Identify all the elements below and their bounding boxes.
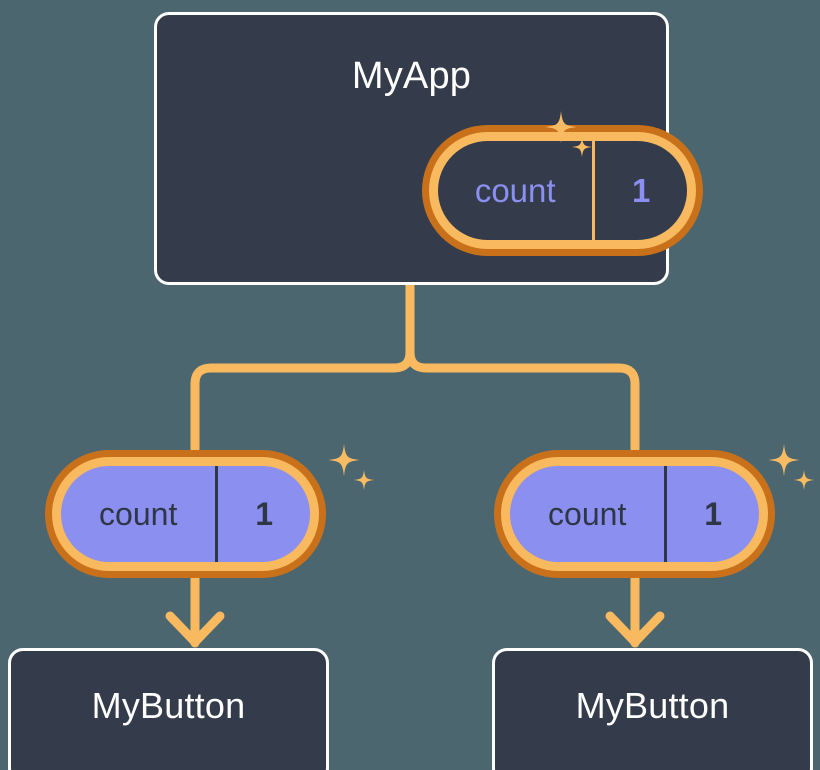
sparkle-icon: [328, 444, 360, 476]
state-pill-myapp[interactable]: count 1: [422, 125, 703, 256]
mybutton-title: MyButton: [91, 685, 246, 726]
arrow-down-icon-right: [605, 611, 665, 647]
sparkle-small-icon: [794, 470, 814, 490]
sparkle-small-icon: [354, 470, 374, 490]
state-pill-ring: count 1: [429, 132, 696, 249]
arrow-down-icon-left: [165, 611, 225, 647]
state-pill-core: count 1: [61, 466, 310, 562]
state-value-label: 1: [215, 466, 310, 562]
state-key-label: count: [474, 171, 556, 209]
connector-root-to-left-child: [190, 280, 415, 454]
state-key-label: count: [548, 495, 627, 532]
component-card-mybutton-right[interactable]: MyButton: [492, 648, 813, 770]
state-pill-core: count 1: [438, 141, 687, 240]
component-card-mybutton-left[interactable]: MyButton: [8, 648, 329, 770]
state-key-label: count: [99, 495, 178, 532]
state-pill-child-left[interactable]: count 1: [45, 450, 326, 578]
mybutton-title: MyButton: [575, 685, 730, 726]
state-pill-ring: count 1: [52, 457, 319, 571]
state-pill-core: count 1: [510, 466, 759, 562]
myapp-title: MyApp: [351, 55, 472, 97]
sparkle-group-left-child: [328, 444, 374, 490]
state-pill-ring: count 1: [501, 457, 768, 571]
component-card-myapp[interactable]: MyApp count 1: [154, 12, 703, 285]
sparkle-icon: [768, 444, 800, 476]
state-pill-child-right[interactable]: count 1: [494, 450, 775, 578]
state-value-label: 1: [592, 141, 687, 240]
connector-root-to-right-child: [405, 280, 640, 454]
state-value-label: 1: [664, 466, 759, 562]
